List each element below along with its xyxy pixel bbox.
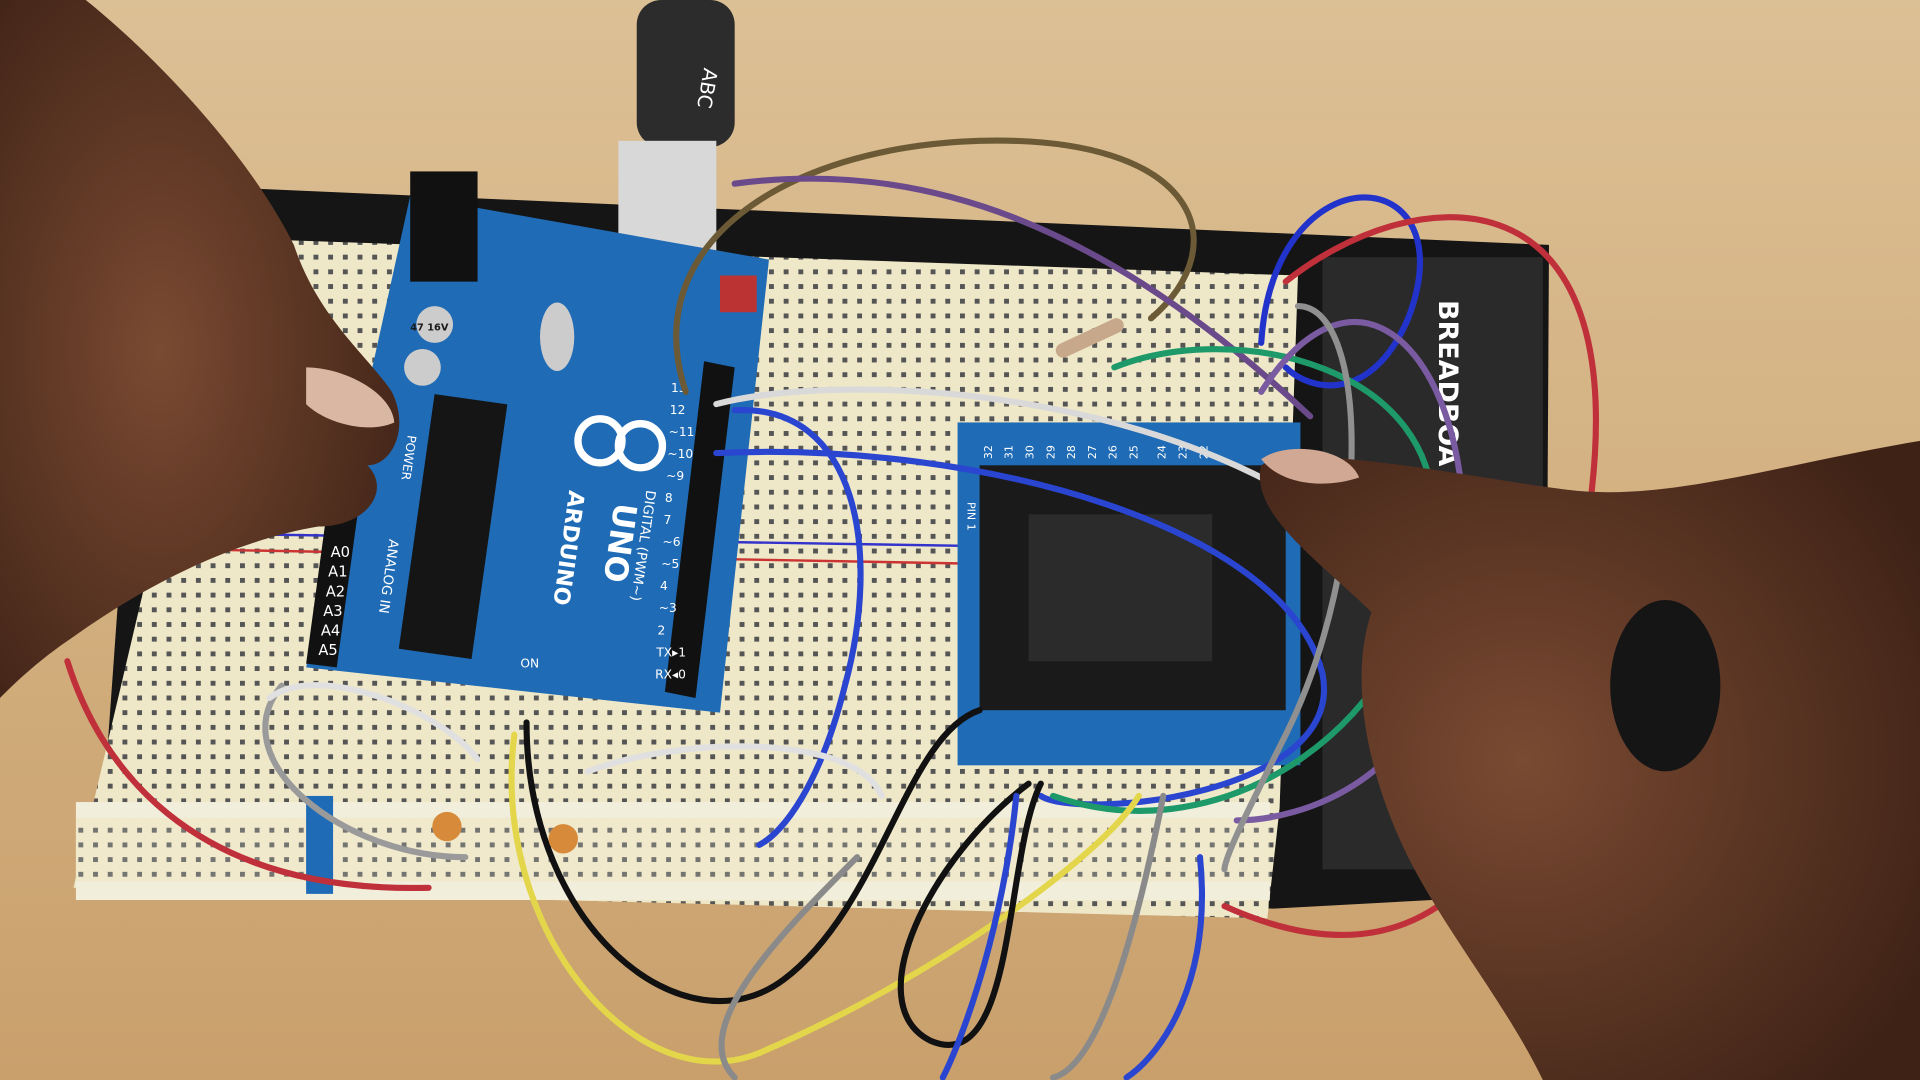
wire-black <box>523 707 983 1005</box>
wire-blue-2 <box>713 448 1328 808</box>
wire-brown <box>673 137 1197 395</box>
svg-text:8: 8 <box>665 491 673 505</box>
svg-text:7: 7 <box>664 513 672 527</box>
svg-text:A2: A2 <box>326 583 345 600</box>
wire-blue-4 <box>939 792 1205 1080</box>
socket-pin1-label: PIN 1 <box>964 502 977 531</box>
ic-socket-module: PIN 1 32 31 30 29 28 27 26 25 24 23 22 <box>957 422 1301 766</box>
analog-header <box>306 483 362 668</box>
left-hand <box>0 0 400 698</box>
crystal <box>540 302 575 372</box>
wire-gray <box>1221 303 1355 873</box>
resistor <box>1055 318 1124 358</box>
svg-text:24: 24 <box>1156 445 1169 459</box>
jumper-wires <box>64 137 1599 1080</box>
left-hand-fingernail <box>306 367 395 428</box>
svg-text:A3: A3 <box>323 603 342 620</box>
arduino-logo <box>574 415 667 472</box>
svg-text:RX◂0: RX◂0 <box>655 667 686 681</box>
wire-gray-3 <box>262 682 469 861</box>
svg-text:~11: ~11 <box>669 425 695 439</box>
svg-text:~3: ~3 <box>659 601 677 615</box>
ceramic-capacitors <box>432 811 578 854</box>
svg-text:A4: A4 <box>321 623 340 640</box>
svg-text:TX▸1: TX▸1 <box>655 645 686 659</box>
svg-text:31: 31 <box>1003 445 1016 459</box>
svg-text:25: 25 <box>1128 445 1141 459</box>
wire-white-2 <box>266 682 481 763</box>
on-label: ON <box>520 656 539 670</box>
digital-pin-labels: 13 12 ~11 ~10 ~9 8 7 ~6 ~5 4 ~3 2 TX▸1 R… <box>655 381 694 682</box>
svg-text:A1: A1 <box>328 564 347 581</box>
wire-blue-3 <box>731 407 864 848</box>
microcontroller-chip <box>398 394 508 659</box>
svg-text:12: 12 <box>670 403 686 417</box>
dc-jack <box>410 171 478 282</box>
capacitor-marking: 47 16V <box>410 323 449 334</box>
right-hand-fingernail <box>1261 448 1360 484</box>
svg-text:~5: ~5 <box>661 557 679 571</box>
svg-text:28: 28 <box>1065 445 1078 459</box>
svg-text:2: 2 <box>658 623 666 637</box>
breadboard-brand: BREADBOA <box>1432 300 1463 467</box>
reset-button <box>720 275 757 313</box>
svg-text:30: 30 <box>1023 445 1036 459</box>
wire-white-3 <box>584 743 885 799</box>
svg-text:A5: A5 <box>318 642 337 659</box>
svg-text:27: 27 <box>1086 445 1099 459</box>
wire-red <box>1221 214 1599 938</box>
wire-black-2 <box>897 780 1044 1048</box>
wire-yellow <box>508 731 1142 1065</box>
wire-red-left <box>64 658 432 891</box>
digital-header <box>664 361 735 698</box>
svg-text:32: 32 <box>982 445 995 459</box>
wire-purple <box>731 175 1314 420</box>
power-header-label: POWER <box>398 434 418 481</box>
black-object <box>1610 600 1721 772</box>
analog-pin-labels: A0 A1 A2 A3 A4 A5 <box>318 544 350 659</box>
arduino-uno-board: 47 16V ARDUINO UNO DIGITAL (PWM~) ANALOG… <box>306 171 769 713</box>
svg-text:~9: ~9 <box>666 469 684 483</box>
wire-blue <box>1258 194 1423 389</box>
svg-text:~6: ~6 <box>662 535 680 549</box>
svg-text:~10: ~10 <box>667 447 693 461</box>
svg-text:A0: A0 <box>331 544 350 561</box>
svg-text:4: 4 <box>660 579 668 593</box>
svg-text:29: 29 <box>1044 445 1057 459</box>
svg-text:26: 26 <box>1107 445 1120 459</box>
wire-gray-2 <box>718 792 1167 1080</box>
right-hand <box>1259 440 1920 1080</box>
svg-text:23: 23 <box>1177 445 1190 459</box>
